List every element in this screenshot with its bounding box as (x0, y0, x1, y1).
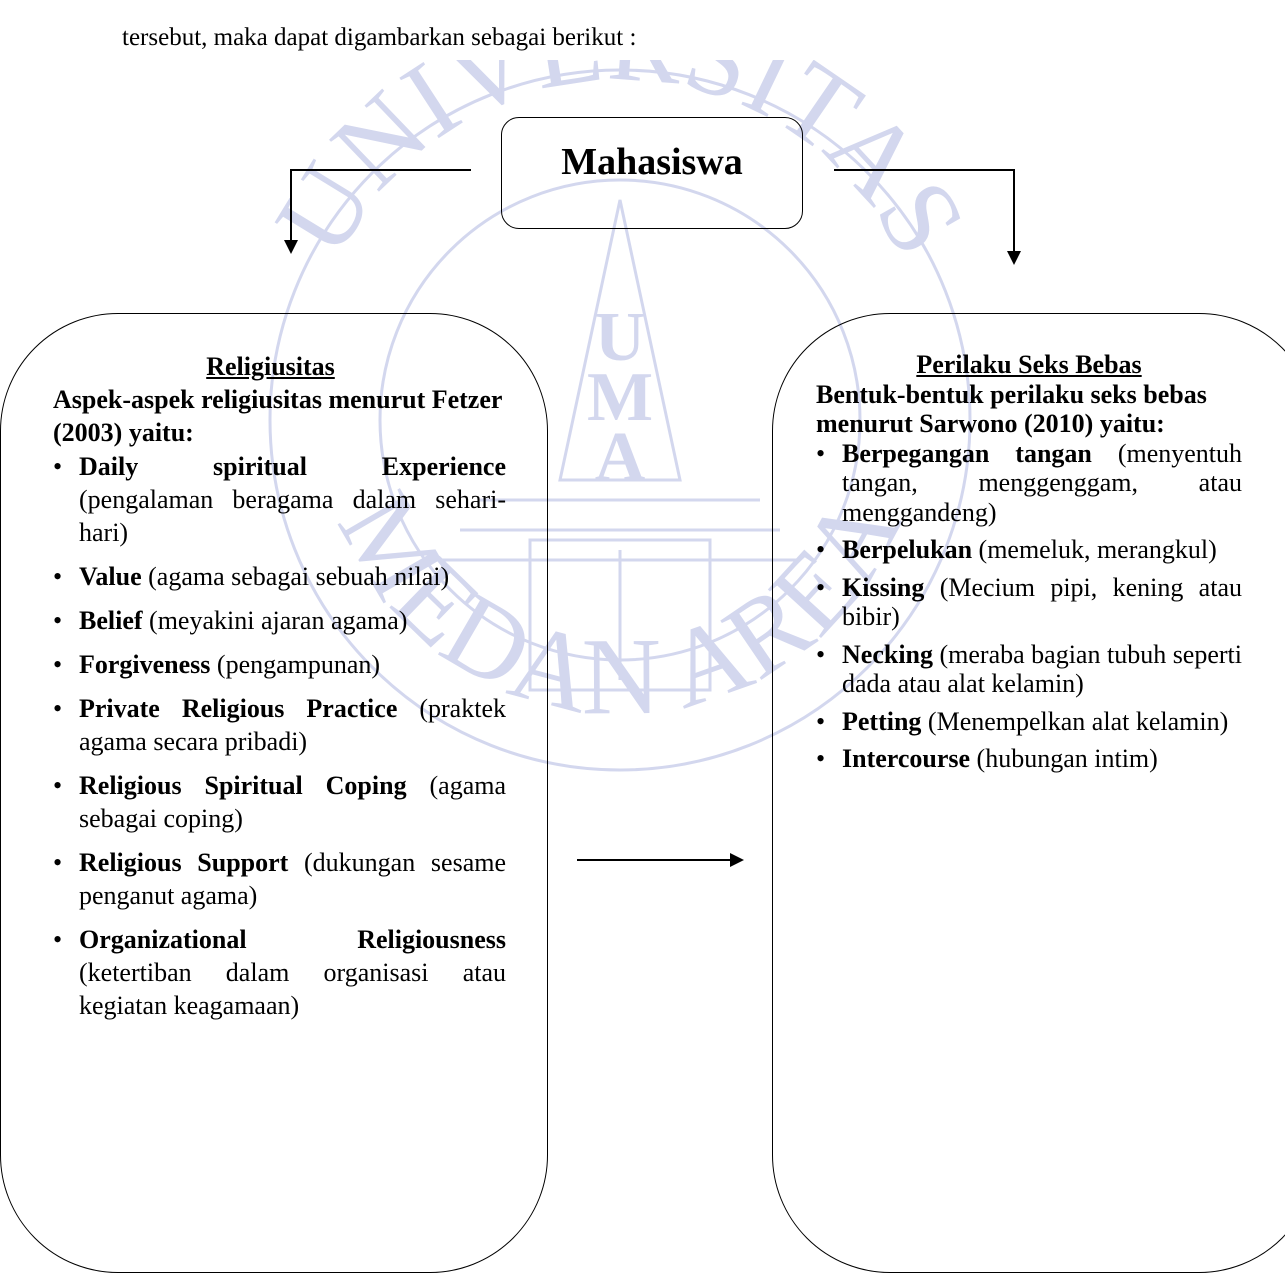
religiusitas-aspect-item: • Private Religious Practice (praktek aga… (53, 692, 506, 758)
item-description: (Mecium pipi, kening atau bibir) (842, 572, 1242, 632)
arrow-head-middle (730, 853, 744, 867)
item-term: Berpelukan (842, 535, 973, 564)
item-description: (ketertiban dalam organisasi atau kegiat… (79, 958, 506, 1020)
religiusitas-heading: Religiusitas (206, 352, 335, 381)
bullet-icon: • (53, 771, 63, 800)
bullet-icon: • (816, 535, 826, 564)
perilaku-form-item: • Berpegangan tangan (menyentuh tangan, m… (816, 439, 1242, 528)
intro-sentence: tersebut, maka dapat digambarkan sebagai… (122, 24, 637, 51)
bullet-icon: • (53, 650, 63, 679)
item-term: Forgiveness (79, 650, 211, 679)
religiusitas-aspect-item: • Belief (meyakini ajaran agama) (53, 604, 506, 637)
item-description: (hubungan intim) (970, 744, 1158, 773)
bullet-icon: • (816, 438, 826, 468)
mahasiswa-box: Mahasiswa (501, 117, 803, 229)
item-description: (agama sebagai coping) (79, 771, 506, 833)
bullet-icon: • (816, 639, 826, 669)
item-description: (memeluk, merangkul) (972, 535, 1217, 564)
religiusitas-aspect-item: • Value (agama sebagai sebuah nilai) (53, 560, 506, 593)
religiusitas-aspect-list: • Daily spiritual Experience (pengalaman … (53, 450, 506, 1022)
item-description: (agama sebagai sebuah nilai) (141, 562, 450, 591)
item-description: (Menempelkan alat kelamin) (921, 706, 1229, 736)
bullet-icon: • (816, 706, 826, 736)
religiusitas-aspect-item: • Organizational Religiousness (ketertiba… (53, 923, 506, 1022)
item-term: Value (79, 562, 142, 591)
item-description: (menyentuh tangan, menggenggam, atau men… (842, 438, 1243, 527)
bullet-icon: • (816, 744, 826, 773)
item-description: (meraba bagian tubuh seperti dada atau a… (842, 639, 1242, 699)
item-description: (pengalaman beragama dalam sehari-hari) (79, 485, 506, 547)
bullet-icon: • (53, 606, 63, 635)
item-term: Berpegangan tangan (842, 438, 1092, 468)
item-term: Religious Spiritual Coping (79, 771, 407, 800)
perilaku-content: Perilaku Seks Bebas Bentuk-bentuk perila… (816, 350, 1242, 782)
item-term: Kissing (842, 572, 925, 602)
item-description: (meyakini ajaran agama) (142, 606, 408, 635)
item-term: Belief (79, 606, 143, 635)
item-term: Intercourse (842, 744, 971, 773)
perilaku-form-item: • Intercourse (hubungan intim) (816, 744, 1242, 774)
mahasiswa-title: Mahasiswa (561, 141, 743, 183)
item-term: Private Religious Practice (79, 694, 398, 723)
item-term: Necking (842, 639, 933, 669)
perilaku-intro: Bentuk-bentuk perilaku seks bebas menuru… (816, 379, 1207, 439)
religiusitas-intro: Aspek-aspek religiusitas menurut Fetzer … (53, 385, 502, 447)
item-term: Petting (842, 706, 922, 736)
item-description: (pengampunan) (210, 650, 381, 679)
religiusitas-aspect-item: • Religious Support (dukungan sesame peng… (53, 846, 506, 912)
item-term: Religious Support (79, 848, 289, 877)
perilaku-form-item: • Necking (meraba bagian tubuh seperti da… (816, 640, 1242, 699)
religiusitas-aspect-item: • Forgiveness (pengampunan) (53, 648, 506, 681)
perilaku-form-item: • Kissing (Mecium pipi, kening atau bibir… (816, 573, 1242, 632)
perilaku-form-item: • Berpelukan (memeluk, merangkul) (816, 535, 1242, 565)
perilaku-heading: Perilaku Seks Bebas (916, 350, 1142, 379)
item-description: (dukungan sesame penganut agama) (79, 848, 506, 910)
bullet-icon: • (53, 452, 63, 481)
perilaku-form-item: • Petting (Menempelkan alat kelamin) (816, 707, 1242, 737)
bullet-icon: • (53, 562, 63, 591)
religiusitas-aspect-item: • Religious Spiritual Coping (agama sebag… (53, 769, 506, 835)
perilaku-form-list: • Berpegangan tangan (menyentuh tangan, m… (816, 439, 1242, 774)
bullet-icon: • (53, 694, 63, 723)
item-term: Daily spiritual Experience (79, 452, 506, 481)
religiusitas-aspect-item: • Daily spiritual Experience (pengalaman … (53, 450, 506, 549)
item-term: Organizational Religiousness (79, 925, 506, 954)
watermark-letter-m: M (587, 359, 653, 436)
item-description: (praktek agama secara pribadi) (79, 694, 506, 756)
bullet-icon: • (53, 848, 63, 877)
bullet-icon: • (53, 925, 63, 954)
bullet-icon: • (816, 572, 826, 602)
watermark-letter-a: A (595, 419, 646, 496)
religiusitas-content: Religiusitas Aspek-aspek religiusitas me… (53, 350, 506, 1033)
watermark-letter-u: U (595, 299, 646, 376)
